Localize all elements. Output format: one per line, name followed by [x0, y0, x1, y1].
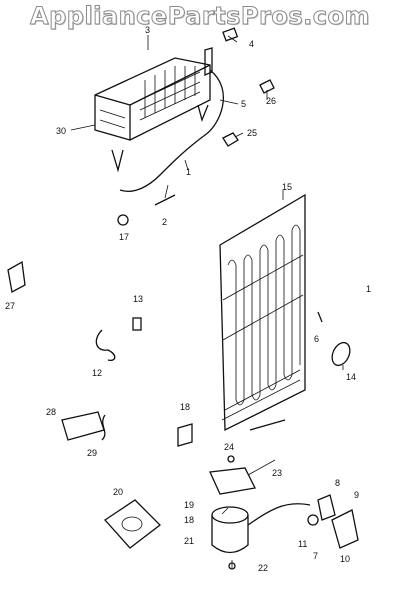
- part-4-thermostat[interactable]: [222, 27, 239, 42]
- callout-27: 27: [5, 301, 15, 311]
- callout-5: 5: [241, 99, 246, 109]
- callout-20: 20: [113, 487, 123, 497]
- part-26-clip[interactable]: [259, 79, 275, 94]
- leader-lines: [70, 35, 344, 568]
- callout-28: 28: [46, 407, 56, 417]
- callout-23: 23: [272, 468, 282, 478]
- part-6-screw[interactable]: [317, 311, 323, 323]
- part-29-wire[interactable]: [101, 414, 106, 441]
- callout-2: 2: [162, 217, 167, 227]
- callout-6: 6: [314, 334, 319, 344]
- part-28-overload[interactable]: [61, 411, 105, 441]
- callout-17: 17: [119, 232, 129, 242]
- part-12-cord[interactable]: [95, 329, 116, 361]
- evaporator-assembly[interactable]: [94, 47, 213, 141]
- callout-11: 11: [298, 539, 307, 549]
- callout-22: 22: [258, 563, 268, 573]
- part-13-relay[interactable]: [132, 317, 142, 331]
- callout-3: 3: [145, 25, 150, 35]
- callout-7: 7: [313, 551, 318, 561]
- callout-19: 19: [184, 500, 194, 510]
- callout-29: 29: [87, 448, 97, 458]
- part-17-grommet[interactable]: [117, 214, 129, 226]
- callout-12: 12: [92, 368, 102, 378]
- callout-26: 26: [266, 96, 276, 106]
- watermark-logo: AppliancePartsPros.com: [30, 2, 370, 31]
- callout-8: 8: [335, 478, 340, 488]
- callout-24: 24: [224, 442, 234, 452]
- callout-15: 15: [282, 182, 292, 192]
- part-23-drain-pan[interactable]: [209, 467, 256, 495]
- callout-30: 30: [56, 126, 66, 136]
- part-27-bracket[interactable]: [7, 260, 26, 293]
- part-9-10-capacitor[interactable]: [331, 509, 359, 549]
- callout-4: 4: [249, 39, 254, 49]
- part-7-8-relay[interactable]: [317, 494, 336, 521]
- tubing-assembly[interactable]: [111, 69, 225, 206]
- callout-18-lower: 18: [184, 515, 194, 525]
- compressor[interactable]: [211, 503, 311, 554]
- callout-9: 9: [354, 490, 359, 500]
- condenser-coil[interactable]: [219, 193, 306, 432]
- callout-25: 25: [247, 128, 257, 138]
- callout-21: 21: [184, 536, 194, 546]
- part-14-pad[interactable]: [329, 340, 354, 369]
- part-20-base-plate[interactable]: [104, 499, 161, 549]
- part-24-grommet[interactable]: [227, 455, 235, 463]
- callout-1-right: 1: [366, 284, 371, 294]
- callout-10: 10: [340, 554, 350, 564]
- callout-18-upper: 18: [180, 402, 190, 412]
- callout-labels: 3 4 5 26 25 30 1 2 17 15 1 27 13 12 6 14…: [5, 25, 371, 573]
- callout-1: 1: [186, 167, 191, 177]
- callout-13: 13: [133, 294, 143, 304]
- callout-14: 14: [346, 372, 356, 382]
- part-25-bracket[interactable]: [222, 132, 239, 147]
- part-18-bracket[interactable]: [177, 423, 193, 447]
- part-11-start-device[interactable]: [307, 514, 319, 526]
